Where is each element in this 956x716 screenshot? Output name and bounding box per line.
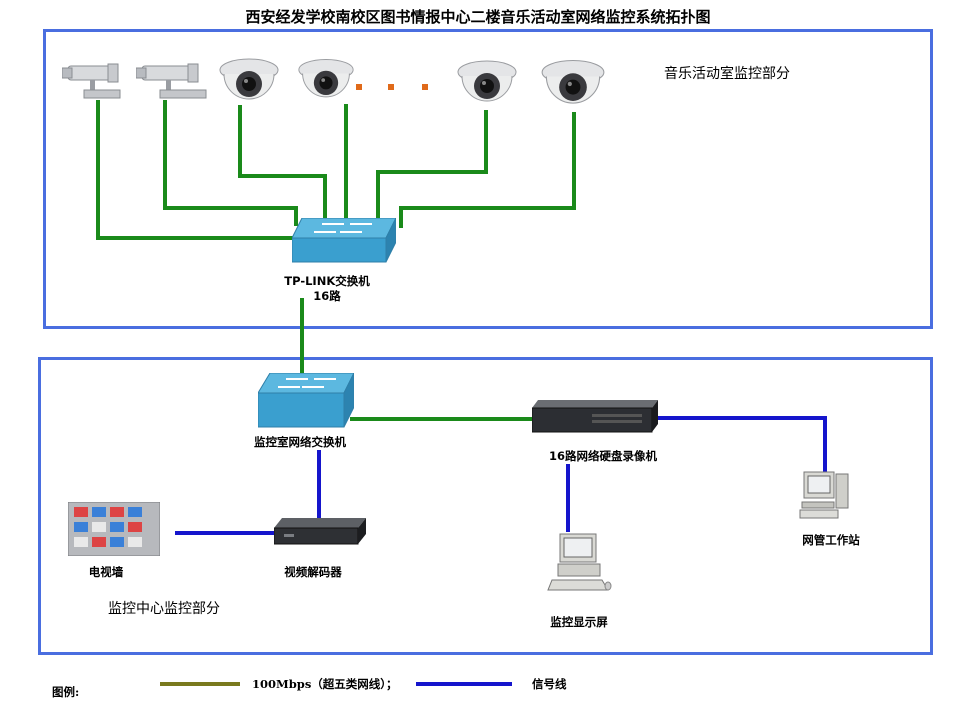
video-decoder-icon xyxy=(274,518,366,545)
monitor-icon xyxy=(547,533,612,591)
video-decoder-label: 视频解码器 xyxy=(284,565,342,579)
workstation-icon xyxy=(799,471,849,519)
legend-network-text: 100Mbps（超五类网线）； xyxy=(252,677,398,691)
nvr-icon xyxy=(532,400,658,433)
signal-nvr-workstation xyxy=(656,416,827,472)
cable-camera-2 xyxy=(163,100,298,226)
tplink-switch-label-line1: TP-LINK交换机 xyxy=(284,274,370,288)
dome-camera-icon xyxy=(541,59,605,104)
legend-signal-text: 信号线 xyxy=(532,677,567,691)
tplink-switch-icon xyxy=(292,218,396,263)
control-room-switch-icon xyxy=(258,373,354,428)
monitor-label: 监控显示屏 xyxy=(550,615,608,629)
control-room-switch-label: 监控室网络交换机 xyxy=(254,435,346,449)
nvr-label: 16路网络硬盘录像机 xyxy=(548,449,657,463)
control-center-section-label: 监控中心监控部分 xyxy=(108,601,220,617)
legend-title: 图例: xyxy=(52,685,80,699)
cable-camera-1 xyxy=(96,100,296,240)
bullet-camera-icon xyxy=(62,63,121,99)
tplink-switch-label: TP-LINK交换机 16路 xyxy=(262,274,392,304)
dome-camera-icon xyxy=(298,59,354,98)
tv-wall-label: 电视墙 xyxy=(88,565,124,579)
cable-camera-3 xyxy=(238,105,327,224)
music-room-section xyxy=(43,29,933,329)
cable-camera-5 xyxy=(376,110,488,222)
workstation-label: 网管工作站 xyxy=(802,533,860,547)
tv-wall-icon xyxy=(68,502,160,556)
tplink-switch-label-line2: 16路 xyxy=(313,289,341,303)
bullet-camera-icon xyxy=(136,63,207,99)
dome-camera-icon xyxy=(219,58,279,100)
dome-camera-icon xyxy=(457,60,517,102)
more-cameras-ellipsis xyxy=(356,84,428,90)
control-center-section xyxy=(38,357,933,655)
music-room-section-label: 音乐活动室监控部分 xyxy=(664,66,790,82)
diagram-title: 西安经发学校南校区图书情报中心二楼音乐活动室网络监控系统拓扑图 xyxy=(245,8,711,26)
cable-camera-6 xyxy=(399,112,576,228)
